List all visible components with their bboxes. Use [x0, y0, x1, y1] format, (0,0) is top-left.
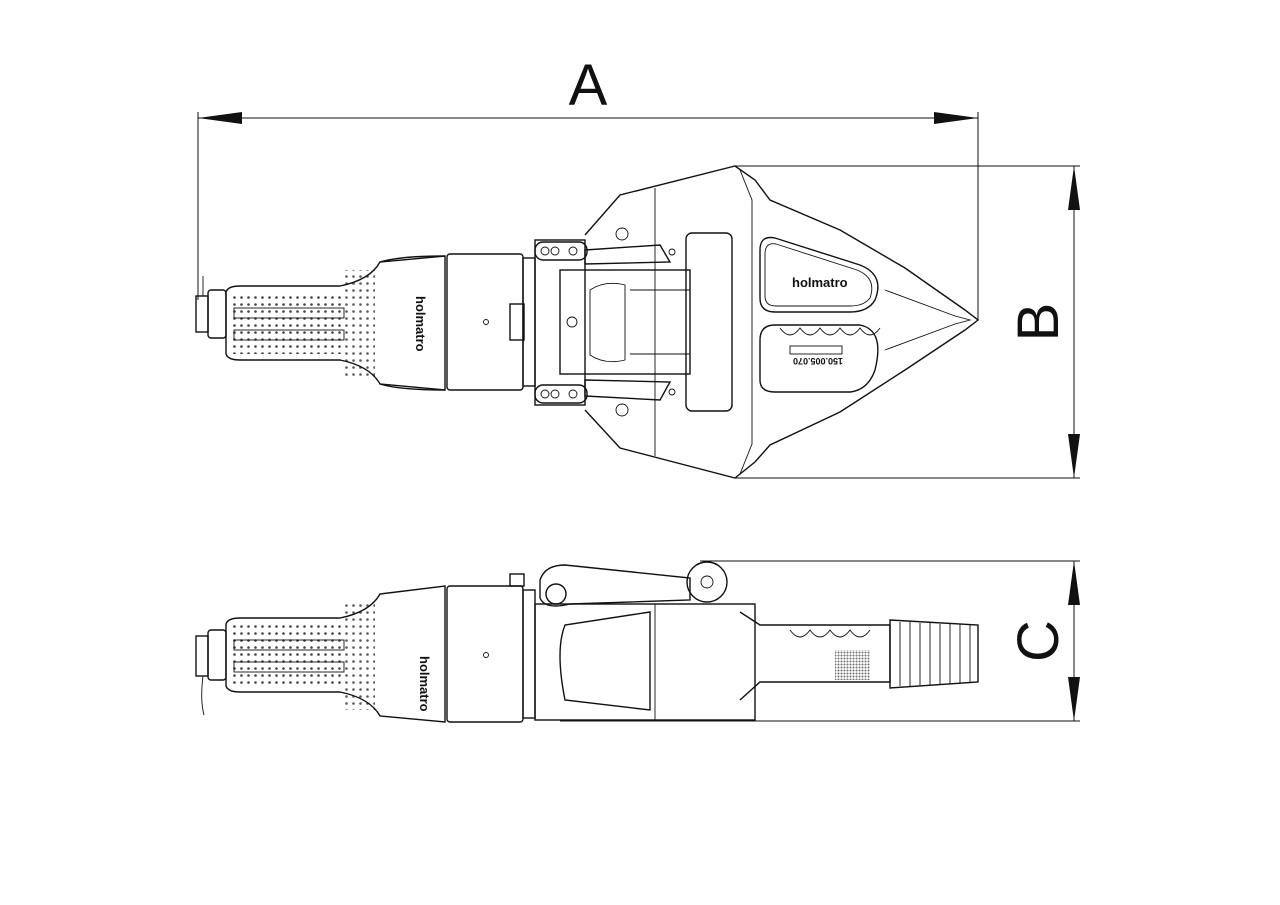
dimension-label-c: C: [1006, 620, 1071, 662]
brand-logo-jaw: holmatro: [792, 275, 848, 290]
dimension-label-a: A: [569, 53, 608, 118]
dimension-a: A: [197, 53, 979, 320]
tool-side-view: holmatro: [195, 561, 979, 723]
brand-logo-grip-side: holmatro: [417, 656, 432, 712]
dimension-b: B: [735, 165, 1080, 479]
brand-logo-grip: holmatro: [413, 296, 428, 352]
tool-top-view: holmatro holmatro 150.005.070: [195, 165, 980, 479]
part-number: 150.005.070: [793, 356, 843, 366]
dimension-c: C: [560, 560, 1080, 722]
dimension-label-b: B: [1006, 303, 1071, 342]
